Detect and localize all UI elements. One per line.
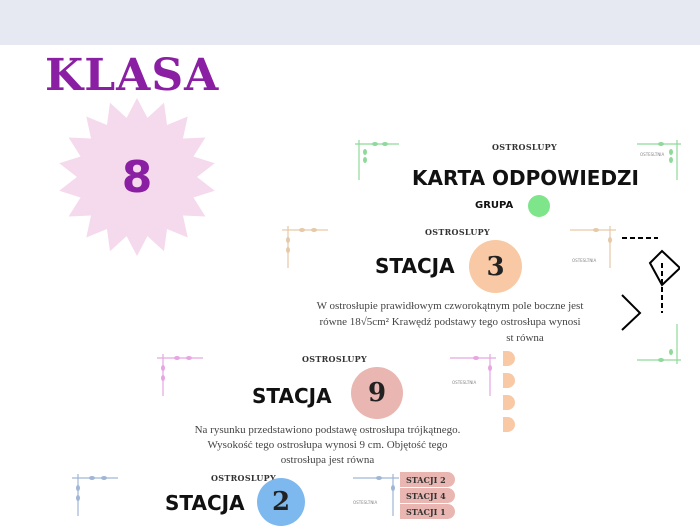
- group-label: GRUPA: [475, 200, 514, 211]
- floral-corner-icon: [637, 140, 681, 180]
- question-text: Wysokość tego ostrosłupa wynosi 9 cm. Ob…: [207, 439, 448, 451]
- answer-option[interactable]: [503, 417, 515, 432]
- question-text: W ostrosłupie prawidłowym czworokątnym p…: [316, 300, 584, 312]
- question-text: Na rysunku przedstawiono podstawę ostros…: [194, 424, 461, 436]
- logo: OSTESLTNIA: [452, 380, 477, 385]
- answer-option[interactable]: [503, 373, 515, 388]
- group-color-dot: [528, 195, 550, 217]
- floral-corner-icon: [570, 226, 616, 268]
- floral-corner-icon: [157, 354, 203, 396]
- station-number-badge: 9: [351, 367, 403, 419]
- floral-corner-icon: [72, 474, 118, 516]
- floral-corner-icon: [353, 474, 399, 516]
- nav-pill[interactable]: STACJI 2: [400, 472, 455, 487]
- top-bar: [0, 0, 700, 45]
- floral-corner-icon: [450, 354, 496, 396]
- station-label: STACJA: [165, 491, 245, 515]
- question-text: ostrosłupa jest równa: [280, 454, 375, 466]
- starburst-badge: [59, 98, 215, 256]
- logo: OSTESLTNIA: [640, 152, 665, 157]
- page-title: KLASA: [45, 50, 220, 101]
- station-2-card[interactable]: OSTROSLUPY STACJA 2 OSTESLTNIA: [70, 470, 400, 526]
- grade-number: 8: [121, 151, 153, 203]
- station-label: STACJA: [252, 384, 332, 408]
- subject-label: OSTROSLUPY: [425, 227, 490, 237]
- station-9-card[interactable]: OSTROSLUPY STACJA 9 OSTESLTNIA Na rysunk…: [155, 348, 500, 470]
- answer-card-title: KARTA ODPOWIEDZI: [412, 166, 639, 190]
- logo: OSTESLTNIA: [572, 258, 597, 263]
- subject-label: OSTROSLUPY: [492, 142, 557, 152]
- floral-corner-icon: [282, 226, 328, 268]
- question-text: równe 18√5cm² Krawędź podstawy tego ostr…: [319, 316, 581, 328]
- subject-label: OSTROSLUPY: [211, 473, 276, 483]
- nav-pill[interactable]: STACJI 4: [400, 488, 455, 503]
- station-label: STACJA: [375, 254, 455, 278]
- logo: OSTESLTNIA: [353, 500, 378, 505]
- floral-corner-icon: [355, 140, 399, 180]
- station-number-badge: 3: [469, 240, 522, 293]
- answer-option[interactable]: [503, 351, 515, 366]
- question-text: st równa: [506, 332, 544, 344]
- subject-label: OSTROSLUPY: [302, 354, 367, 364]
- answer-option[interactable]: [503, 395, 515, 410]
- nav-pill[interactable]: STACJI 1: [400, 504, 455, 519]
- station-number-badge: 2: [257, 478, 305, 526]
- floral-corner-icon: [637, 324, 681, 364]
